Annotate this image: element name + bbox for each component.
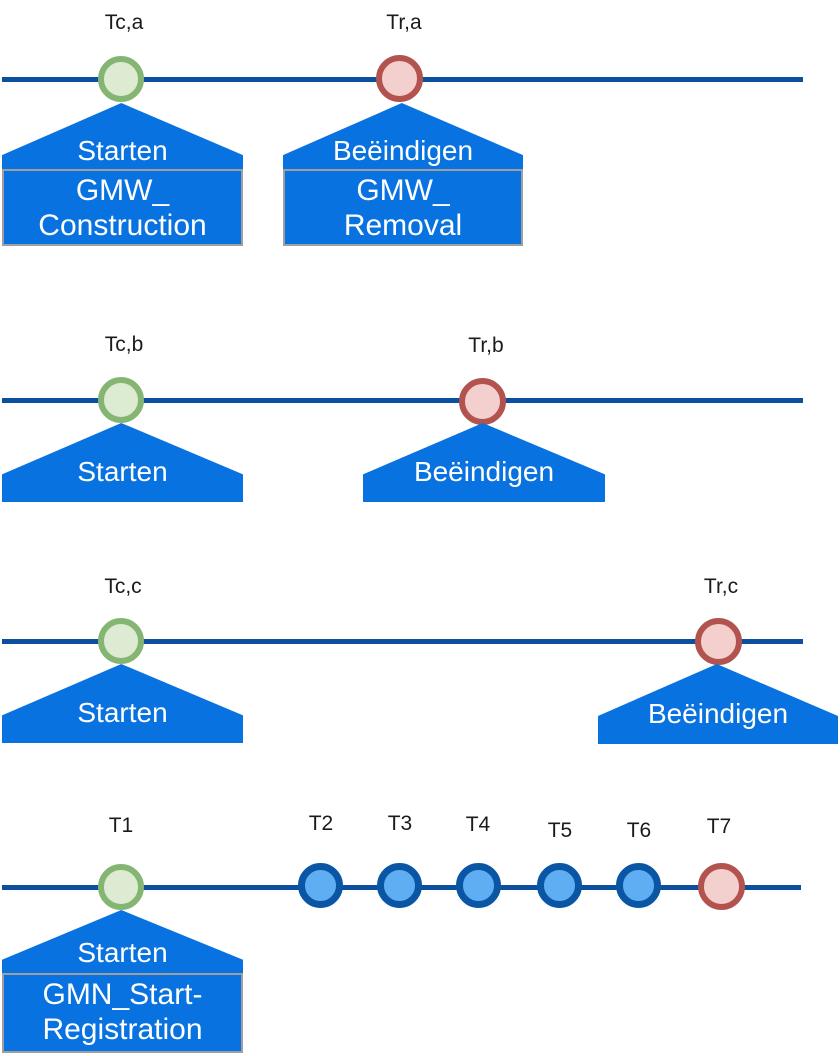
event-box-gmn-start-registration: GMN_Start- Registration	[2, 973, 243, 1053]
red-end-marker-a	[376, 55, 423, 102]
timeline-b-line	[2, 398, 803, 403]
event-flag-label: Beëindigen	[647, 698, 789, 729]
marker-label-tr-b: Tr,b	[468, 334, 504, 357]
blue-marker-t3	[377, 863, 422, 908]
event-flag-beeindigen-a: Beëindigen	[283, 103, 523, 169]
marker-label-tc-a: Tc,a	[104, 11, 144, 34]
marker-label-tr-a: Tr,a	[386, 11, 422, 34]
event-flag-beeindigen-c: Beëindigen	[598, 664, 838, 744]
event-flag-starten-a: Starten	[2, 103, 243, 169]
event-box-line: GMW_	[75, 174, 170, 207]
marker-label-t6: T6	[626, 819, 652, 842]
event-flag-label: Starten	[77, 937, 168, 968]
green-start-marker-a	[98, 56, 144, 102]
event-flag-label: Beëindigen	[413, 456, 555, 487]
event-flag-label: Starten	[77, 135, 168, 166]
event-box-line: Removal	[343, 209, 463, 242]
event-flag-label: Starten	[77, 456, 168, 487]
event-box-line: Construction	[38, 209, 207, 242]
blue-marker-t6	[616, 863, 661, 908]
marker-label-tr-c: Tr,c	[703, 575, 739, 598]
event-flag-label: Starten	[77, 697, 168, 728]
event-box-gmw-construction: GMW_ Construction	[2, 169, 243, 246]
event-box-line: GMN_Start-	[42, 978, 203, 1011]
marker-label-tc-c: Tc,c	[104, 575, 142, 598]
red-end-marker-c	[695, 618, 742, 665]
green-start-marker-b	[98, 377, 144, 423]
green-start-marker-t1	[98, 864, 144, 910]
event-flag-starten-b: Starten	[2, 423, 243, 502]
green-start-marker-c	[98, 618, 144, 664]
blue-marker-t2	[298, 863, 343, 908]
event-box-line: GMW_	[356, 174, 450, 207]
marker-label-t7: T7	[706, 815, 732, 838]
event-box-line: Registration	[42, 1013, 203, 1046]
marker-label-tc-b: Tc,b	[104, 333, 144, 356]
event-flag-beeindigen-b: Beëindigen	[363, 423, 605, 502]
blue-marker-t5	[537, 863, 582, 908]
blue-marker-t4	[456, 863, 501, 908]
marker-label-t5: T5	[547, 819, 573, 842]
timeline-c-line	[2, 639, 803, 644]
event-flag-starten-c: Starten	[2, 664, 243, 743]
marker-label-t1: T1	[108, 814, 134, 837]
marker-label-t2: T2	[308, 812, 334, 835]
event-flag-label: Beëindigen	[332, 135, 474, 166]
marker-label-t3: T3	[387, 812, 413, 835]
red-end-marker-t7	[698, 863, 745, 910]
event-flag-starten-t: Starten	[2, 910, 243, 973]
red-end-marker-b	[459, 378, 506, 425]
event-box-gmw-removal: GMW_ Removal	[283, 169, 523, 246]
marker-label-t4: T4	[465, 813, 491, 836]
